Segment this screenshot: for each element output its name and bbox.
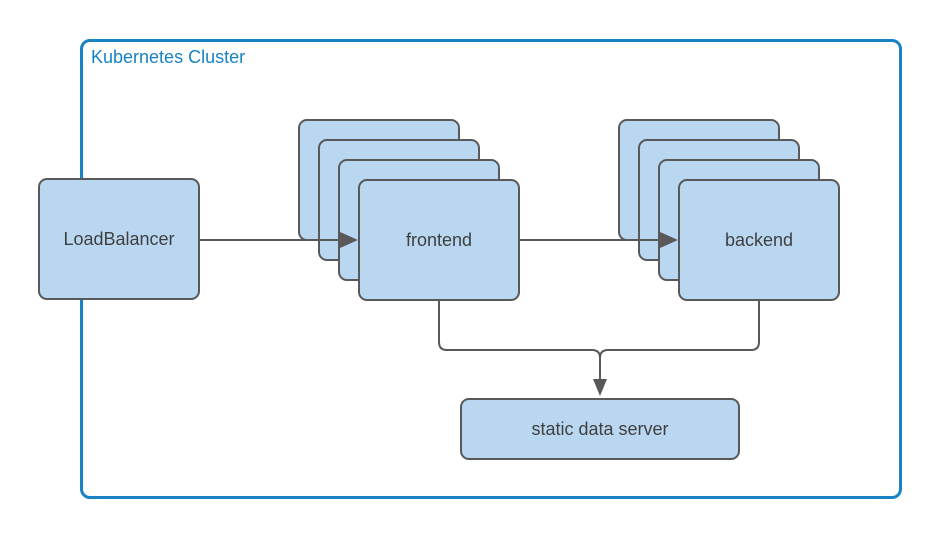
node-backend-label: backend [724, 229, 794, 250]
frontend-front-card[interactable]: frontend [358, 179, 520, 301]
node-frontend-stack[interactable]: frontend [298, 119, 520, 301]
node-frontend-label: frontend [405, 229, 473, 250]
node-loadbalancer-label: LoadBalancer [63, 228, 175, 249]
backend-front-card[interactable]: backend [678, 179, 840, 301]
node-static-data-server[interactable]: static data server [460, 398, 740, 460]
node-static-data-server-label: static data server [531, 418, 669, 439]
node-loadbalancer[interactable]: LoadBalancer [38, 178, 200, 300]
cluster-title: Kubernetes Cluster [91, 47, 246, 67]
node-backend-stack[interactable]: backend [618, 119, 840, 301]
